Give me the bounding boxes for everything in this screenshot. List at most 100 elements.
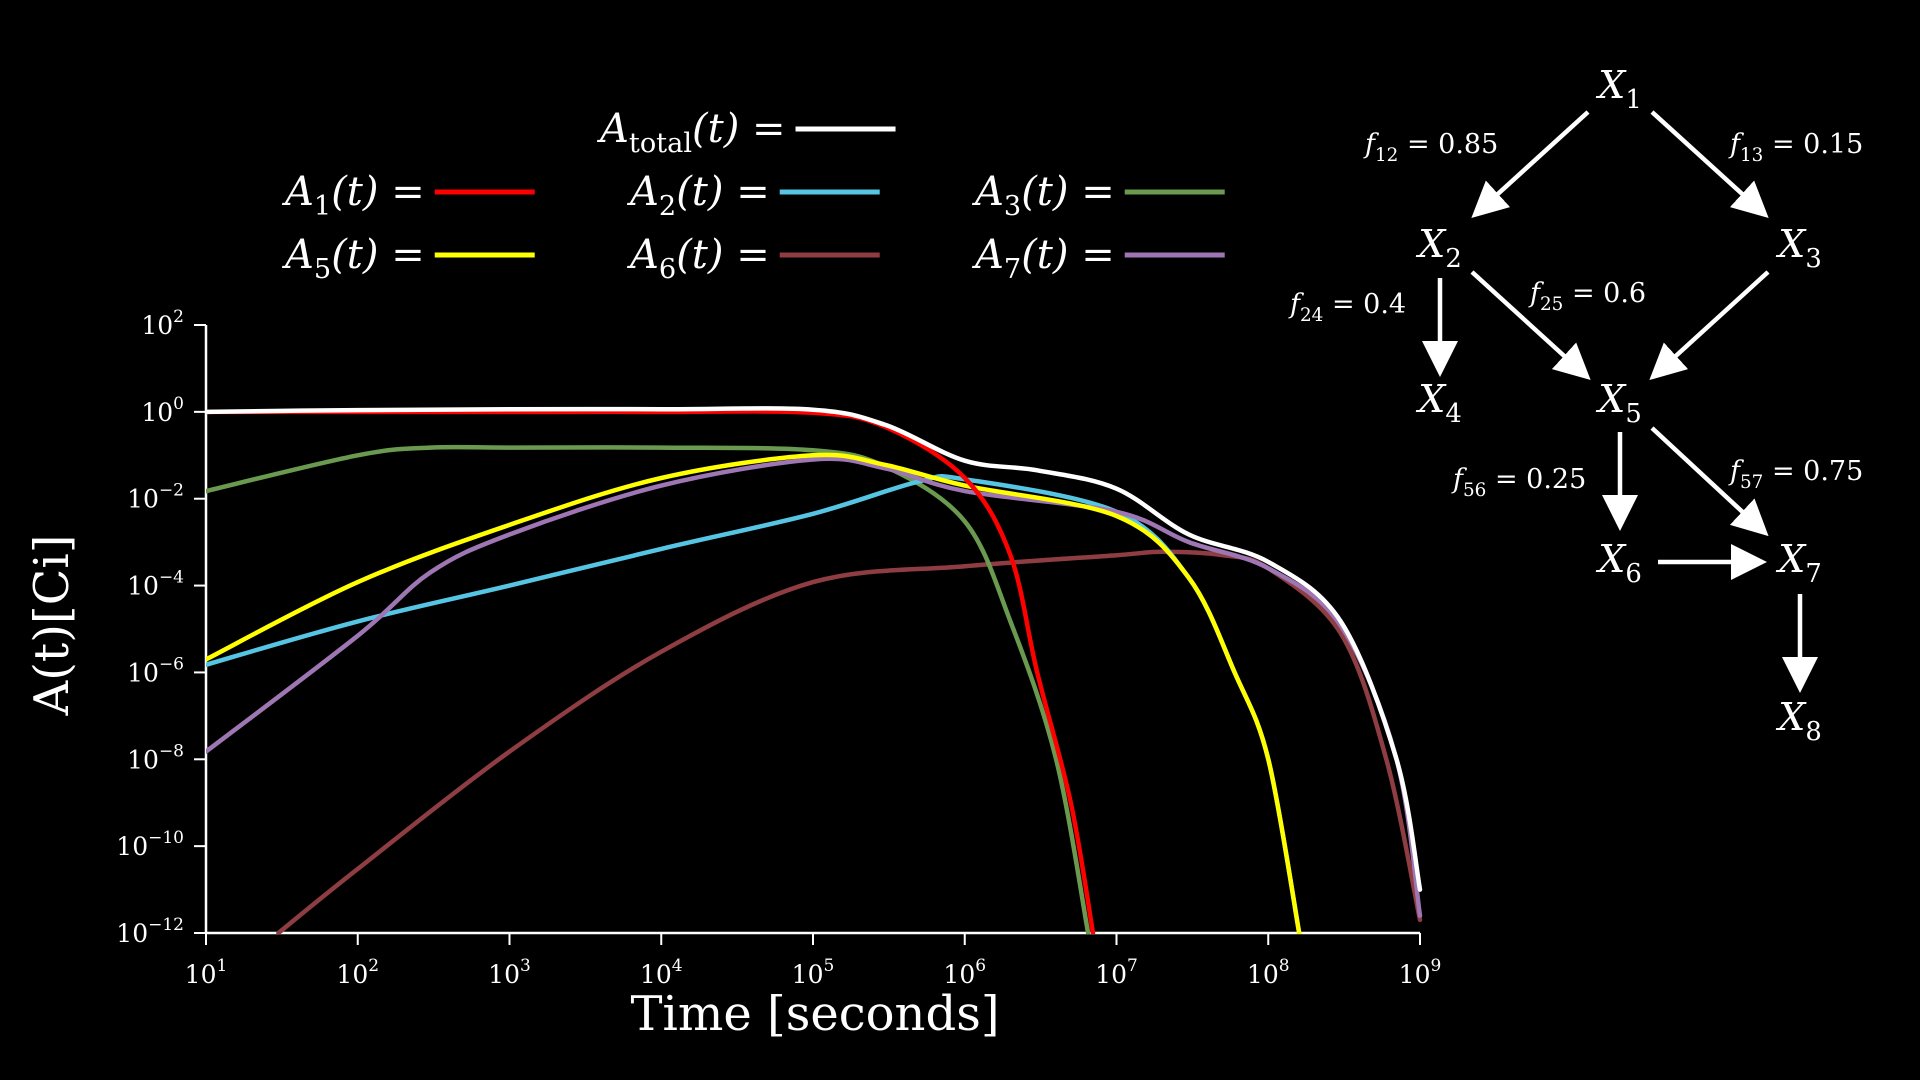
legend-entry-7: A7(t) = (971, 232, 1225, 285)
legend-label-sub: 6 (659, 254, 676, 285)
y-tick-exp: 2 (173, 307, 184, 327)
edge-label-sub: 56 (1463, 480, 1486, 501)
legend-label-rest: (t) = (1021, 232, 1115, 278)
edge-label-rest: = 0.6 (1563, 278, 1646, 309)
edge-label-rest: = 0.75 (1763, 456, 1863, 487)
legend-label: A5(t) = (281, 232, 425, 285)
y-tick-exp: 0 (173, 394, 184, 414)
x-tick-base: 10 (1247, 960, 1279, 989)
edge-label-x2-x5: f25 = 0.6 (1528, 278, 1646, 315)
series-line-3 (206, 444, 1091, 934)
legend-label-rest: (t) = (676, 169, 770, 215)
edge-label-sub: 12 (1375, 145, 1398, 166)
legend-label-sub: 1 (314, 191, 331, 222)
node-x7: X7 (1775, 537, 1822, 589)
node-label-main: X (1775, 537, 1807, 581)
legend-label: A3(t) = (971, 169, 1115, 222)
legend-label-sub: 5 (314, 254, 331, 285)
y-tick-label: 102 (141, 307, 184, 340)
y-tick-base: 10 (116, 919, 148, 948)
x-tick-label: 109 (1399, 956, 1442, 989)
x-tick-base: 10 (336, 960, 368, 989)
x-tick-base: 10 (792, 960, 824, 989)
x-tick-label: 102 (336, 956, 379, 989)
legend-label-main: A (596, 106, 629, 152)
series-line-total (206, 406, 1423, 892)
edge-label-x5-x7: f57 = 0.75 (1728, 456, 1863, 493)
x-tick-label: 104 (640, 956, 683, 989)
node-label-sub: 2 (1445, 244, 1461, 274)
node-label-sub: 3 (1805, 244, 1821, 274)
edge-arrow-x1-x3 (1650, 110, 1769, 219)
node-x1: X1 (1595, 63, 1642, 115)
node-x2: X2 (1415, 222, 1462, 274)
node-label-sub: 1 (1625, 85, 1641, 115)
series-line-6 (276, 549, 1423, 934)
y-tick-label: 10−8 (127, 741, 184, 774)
x-tick-base: 10 (1095, 960, 1127, 989)
y-tick-base: 10 (141, 398, 173, 427)
x-tick-label: 107 (1095, 956, 1138, 989)
legend-entry-total: Atotal(t) = (596, 106, 896, 159)
x-tick-exp: 1 (216, 956, 227, 976)
legend-label-main: A (626, 232, 659, 278)
node-label-sub: 4 (1445, 399, 1461, 429)
legend-label-rest: (t) = (331, 169, 425, 215)
node-label-sub: 8 (1805, 717, 1821, 747)
x-axis-title: Time [seconds] (630, 986, 999, 1042)
x-tick-exp: 5 (823, 956, 834, 976)
node-label-main: X (1595, 537, 1627, 581)
x-tick-label: 106 (943, 956, 986, 989)
edge-label-sub: 57 (1740, 472, 1763, 493)
edge-label-rest: = 0.15 (1763, 129, 1863, 160)
node-label-sub: 5 (1625, 399, 1641, 429)
edge-label-sub: 24 (1300, 305, 1323, 326)
legend-label-sub: 3 (1004, 191, 1021, 222)
y-tick-exp: −8 (159, 741, 184, 761)
y-tick-label: 10−12 (116, 915, 184, 948)
series-line-2 (206, 473, 1302, 934)
legend-label-main: A (626, 169, 659, 215)
edge-arrow-x3-x5 (1649, 270, 1770, 381)
y-tick-exp: −4 (159, 568, 184, 588)
node-x8: X8 (1775, 695, 1822, 747)
legend-label-main: A (281, 232, 314, 278)
node-label-main: X (1595, 63, 1627, 107)
node-label-main: X (1775, 695, 1807, 739)
legend: Atotal(t) =A1(t) =A2(t) =A3(t) =A5(t) =A… (281, 106, 1225, 285)
legend-label-main: A (281, 169, 314, 215)
legend-entry-1: A1(t) = (281, 169, 535, 222)
y-tick-label: 10−2 (127, 481, 184, 514)
edge-label-rest: = 0.4 (1323, 289, 1406, 320)
y-tick-base: 10 (127, 572, 159, 601)
legend-label: Atotal(t) = (596, 106, 786, 159)
edge-label-rest: = 0.85 (1398, 129, 1498, 160)
series-line-5 (206, 452, 1302, 934)
legend-label-rest: (t) = (1021, 169, 1115, 215)
edge-label-x1-x3: f13 = 0.15 (1728, 129, 1863, 166)
x-tick-base: 10 (185, 960, 217, 989)
y-tick-exp: −12 (148, 915, 184, 935)
edge-arrow-x1-x2 (1471, 110, 1590, 219)
x-tick-base: 10 (488, 960, 520, 989)
y-tick-exp: −10 (148, 828, 184, 848)
legend-label-sub: total (629, 128, 692, 159)
node-label-main: X (1415, 377, 1447, 421)
legend-label-sub: 7 (1004, 254, 1021, 285)
edge-label-sub: 13 (1740, 145, 1763, 166)
legend-entry-2: A2(t) = (626, 169, 880, 222)
legend-label: A1(t) = (281, 169, 425, 222)
edge-label-sub: 25 (1540, 294, 1563, 315)
series-lines (206, 406, 1423, 934)
legend-label-main: A (971, 169, 1004, 215)
y-tick-exp: −2 (159, 481, 184, 501)
y-tick-label: 10−6 (127, 654, 184, 687)
x-tick-label: 103 (488, 956, 531, 989)
y-tick-base: 10 (127, 658, 159, 687)
legend-label: A2(t) = (626, 169, 770, 222)
node-x6: X6 (1595, 537, 1642, 589)
node-label-sub: 7 (1805, 559, 1821, 589)
x-tick-exp: 8 (1279, 956, 1290, 976)
